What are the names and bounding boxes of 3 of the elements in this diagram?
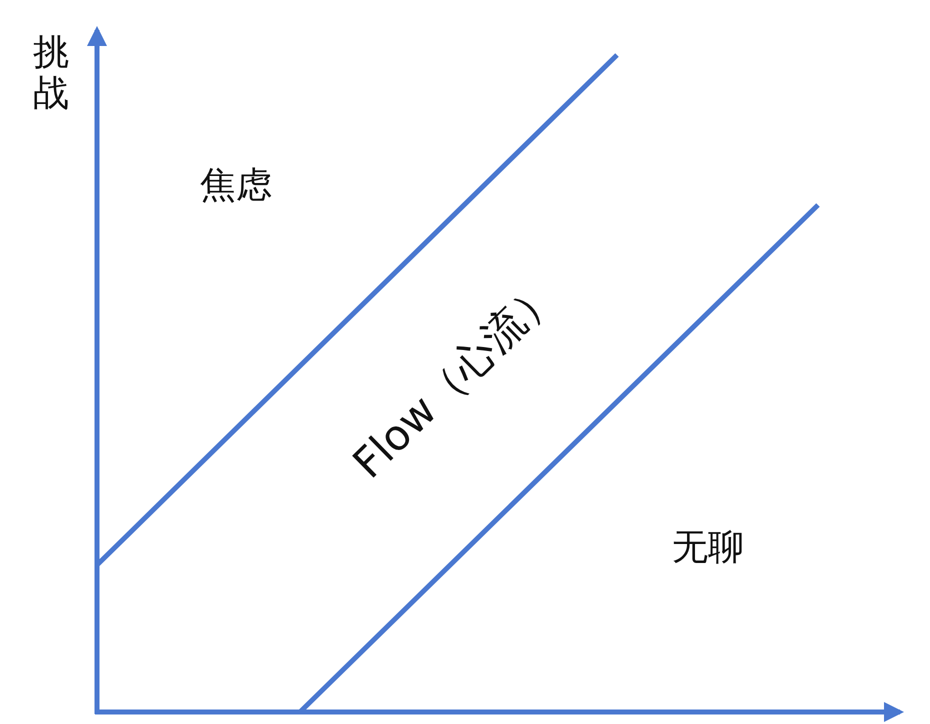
region-label: 焦虑 <box>200 168 272 204</box>
axis-label: 挑战 <box>33 32 70 115</box>
region-label: 无聊 <box>672 530 744 566</box>
